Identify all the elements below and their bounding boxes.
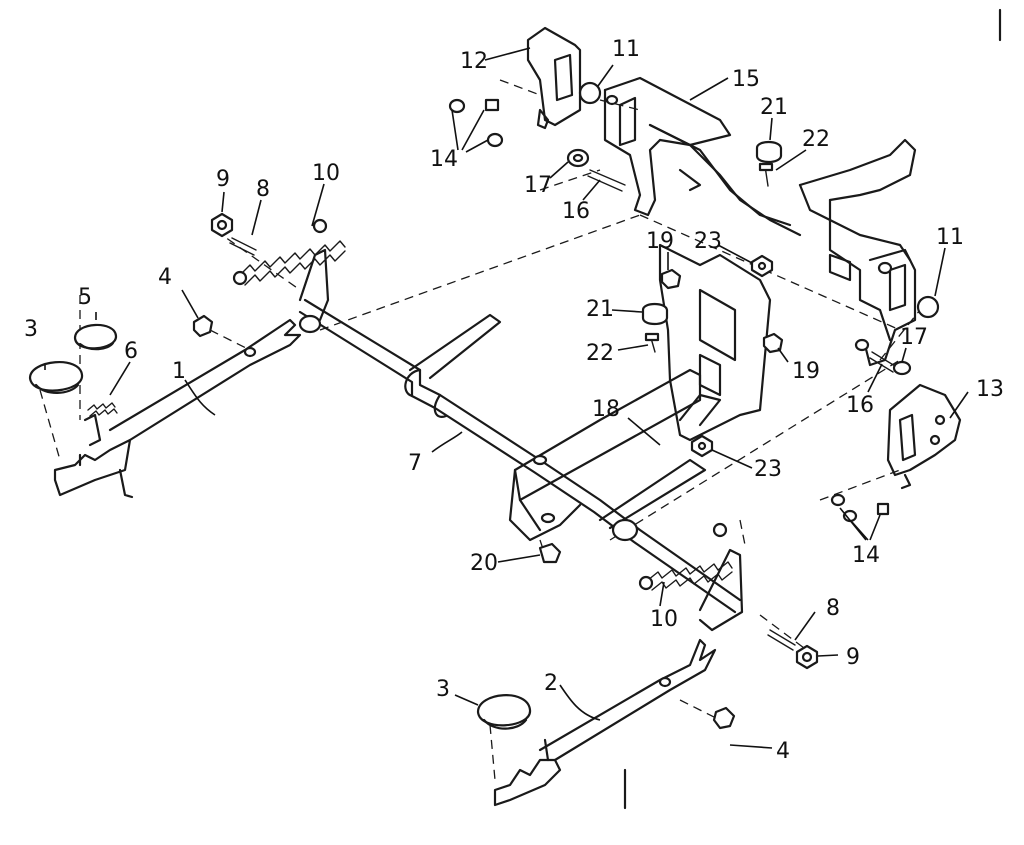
callout-8-left: 8 <box>256 177 270 202</box>
callout-17-left: 17 <box>524 173 552 198</box>
callout-22-lower: 22 <box>586 341 614 366</box>
left-lever <box>53 318 302 499</box>
leader-lines <box>44 47 969 749</box>
callout-20: 20 <box>470 551 498 576</box>
callout-6: 6 <box>124 339 138 364</box>
callout-3-right: 3 <box>436 677 450 702</box>
right-lever <box>493 638 717 807</box>
assembly-lines <box>39 79 921 781</box>
callout-19-left: 19 <box>646 229 674 254</box>
callout-10-left: 10 <box>312 161 340 186</box>
spring-right <box>638 522 733 591</box>
callout-10-right: 10 <box>650 607 678 632</box>
spring-left <box>232 218 346 286</box>
callout-7: 7 <box>408 451 422 476</box>
callout-22-upper: 22 <box>802 127 830 152</box>
callout-4-right: 4 <box>776 739 790 764</box>
callout-8-right: 8 <box>826 596 840 621</box>
callout-16-left: 16 <box>562 199 590 224</box>
callout-11-right: 11 <box>936 225 964 250</box>
upper-bracket <box>603 76 802 237</box>
callout-9-right: 9 <box>846 645 860 670</box>
callout-11-left: 11 <box>612 37 640 62</box>
fasteners <box>87 81 940 730</box>
knob-3-right <box>476 694 532 730</box>
callout-18: 18 <box>592 397 620 422</box>
callout-15: 15 <box>732 67 760 92</box>
callout-14-lower: 14 <box>852 543 880 568</box>
callout-4-left: 4 <box>158 265 172 290</box>
frame-bracket <box>508 243 772 542</box>
callout-21-lower: 21 <box>586 297 614 322</box>
callout-3-left: 3 <box>24 317 38 342</box>
latch-12 <box>526 26 582 130</box>
callout-12: 12 <box>460 49 488 74</box>
callout-17-right: 17 <box>900 325 928 350</box>
callout-19-right: 19 <box>792 359 820 384</box>
callout-2: 2 <box>544 671 558 696</box>
callouts: 1 2 3 3 4 4 5 6 7 8 8 9 9 10 10 11 11 12… <box>24 37 1004 764</box>
callout-21-upper: 21 <box>760 95 788 120</box>
callout-14-upper: 14 <box>430 147 458 172</box>
latch-13 <box>886 383 962 490</box>
callout-5: 5 <box>78 285 92 310</box>
callout-23-upper: 23 <box>694 229 722 254</box>
right-bracket <box>798 138 917 367</box>
knob-3-left <box>28 361 84 394</box>
callout-13: 13 <box>976 377 1004 402</box>
callout-16-right: 16 <box>846 393 874 418</box>
callout-1: 1 <box>172 359 186 384</box>
knob-5 <box>73 323 118 351</box>
callout-23-lower: 23 <box>754 457 782 482</box>
callout-9-left: 9 <box>216 167 230 192</box>
rockshaft <box>298 248 744 632</box>
